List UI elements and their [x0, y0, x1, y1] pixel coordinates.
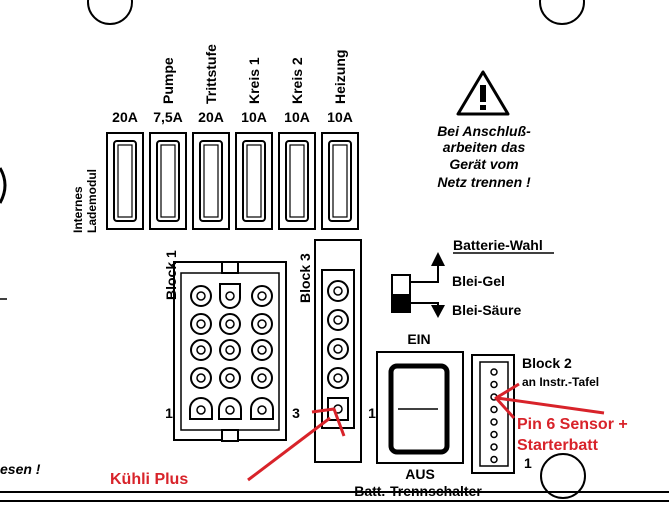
warning-exclamation-dot [480, 105, 486, 110]
block-1-pin-hole [225, 345, 235, 355]
block-1-pin-hole [196, 405, 206, 415]
mounting-hole-bottom-right [540, 453, 586, 499]
fuse-rating: 7,5A [153, 109, 183, 125]
battery-heading: Batterie-Wahl [453, 237, 543, 253]
block-2-sublabel: an Instr.-Tafel [522, 375, 599, 389]
block-1-pin-hole [196, 291, 206, 301]
fuse-rating: 10A [327, 109, 353, 125]
block-1-connector: Block 1 1 [163, 250, 287, 442]
block-1-pin-hole [225, 291, 235, 301]
fuse-rating: 10A [284, 109, 310, 125]
lademodul-label-line2: Lademodul [85, 169, 99, 233]
block-3-pin-right: 1 [368, 405, 376, 421]
warning-line-1: Bei Anschluß- [437, 123, 531, 139]
kuhli-arrow-line [247, 416, 331, 482]
left-edge-arc [0, 167, 7, 204]
fuse-group: 20A Internes Lademodul 7,5A Pumpe 20A Tritt… [71, 44, 359, 233]
block-2-connector: Block 2 an Instr.-Tafel 1 [471, 354, 599, 474]
block-1-latch-bottom [221, 429, 239, 442]
block-2-pin [490, 455, 498, 464]
fuse-label: Kreis 2 [289, 57, 305, 104]
block-2-pin [490, 443, 498, 451]
battery-option-gel: Blei-Gel [452, 273, 505, 289]
block-2-pin [490, 380, 498, 389]
switch-on-label: EIN [407, 331, 430, 347]
block-2-pin [490, 418, 498, 426]
block-3-pin-hole [333, 286, 343, 296]
warning-exclamation-bar [480, 85, 486, 102]
block-2-label: Block 2 [522, 355, 572, 371]
fuse-blade-inner [160, 144, 176, 218]
fuse-label: Pumpe [160, 57, 176, 104]
block-3-connector: Block 3 3 1 [292, 239, 376, 463]
block-3-pin-hole [333, 373, 343, 383]
block-1-pins [189, 283, 274, 420]
fuse-label: Kreis 1 [246, 57, 262, 104]
block-1-pin-hole [196, 345, 206, 355]
arrow-up-line [410, 266, 439, 283]
fuse-blade-inner [203, 144, 219, 218]
kuhli-arrow-head-icon [311, 407, 346, 437]
battery-disconnect-switch: EIN AUS Batt.-Trennschalter [354, 331, 482, 499]
arrow-down-icon [431, 305, 445, 318]
fuse-blade-inner [332, 144, 348, 218]
warning-line-4: Netz trennen ! [437, 174, 531, 190]
fuse-label: Heizung [332, 50, 348, 104]
block-3-pin-hole [333, 315, 343, 325]
block-1-pin-hole [196, 319, 206, 329]
annotations: Kühli Plus Pin 6 Sensor + Starterbatt [110, 382, 628, 488]
annotation-pin6-line1: Pin 6 Sensor + [517, 416, 628, 433]
block-3-pins [327, 280, 349, 421]
block-1-latch-top [221, 261, 239, 274]
annotation-kuhli-plus: Kühli Plus [110, 471, 188, 488]
block-1-pin-hole [257, 291, 267, 301]
block-1-pin-hole [257, 405, 267, 415]
block-1-pin-hole [225, 405, 235, 415]
block-1-label: Block 1 [163, 250, 179, 300]
block-2-pin [490, 405, 498, 414]
mounting-hole-top-left [87, 0, 133, 25]
warning-sign: Bei Anschluß- arbeiten das Gerät vom Net… [437, 70, 531, 190]
fuse-blade-inner [289, 144, 305, 218]
fuse-blade-inner [246, 144, 262, 218]
block-3-pin-left: 3 [292, 405, 300, 421]
warning-line-3: Gerät vom [449, 156, 518, 172]
fuse-rating-lademodul: 20A [112, 109, 138, 125]
block-2-pin [490, 430, 498, 439]
block-1-pin-hole [196, 373, 206, 383]
pin6-arrow-head-icon [494, 382, 520, 420]
block-3-pin-hole [333, 344, 343, 354]
arrow-up-icon [431, 252, 445, 266]
pin6-arrow-line [496, 396, 605, 415]
fuse-label: Trittstufe [203, 44, 219, 104]
block-2-pin-number: 1 [524, 455, 532, 471]
fuse-rating: 10A [241, 109, 267, 125]
block-2-pin [490, 368, 498, 376]
battery-option-acid: Blei-Säure [452, 302, 521, 318]
block-3-label: Block 3 [297, 253, 313, 303]
block-1-pin-hole [257, 373, 267, 383]
block-1-pin-number: 1 [165, 405, 173, 421]
lademodul-label-line1: Internes [71, 186, 85, 233]
block-1-pin-hole [225, 373, 235, 383]
fuse-rating: 20A [198, 109, 224, 125]
block-1-pin-hole [257, 345, 267, 355]
fuse-blade-inner [117, 144, 133, 218]
block-1-pin-hole [225, 319, 235, 329]
warning-line-2: arbeiten das [443, 139, 526, 155]
mounting-hole-top-right [539, 0, 585, 25]
annotation-pin6-line2: Starterbatt [517, 437, 599, 454]
switch-caption: Batt.-Trennschalter [354, 483, 482, 499]
battery-selector: Batterie-Wahl Blei-Gel Blei-Säure [391, 237, 554, 318]
battery-switch-lever [392, 294, 410, 312]
block-1-pin-hole [257, 319, 267, 329]
left-fragment-text: esen ! [0, 461, 41, 477]
switch-off-label: AUS [405, 466, 435, 482]
